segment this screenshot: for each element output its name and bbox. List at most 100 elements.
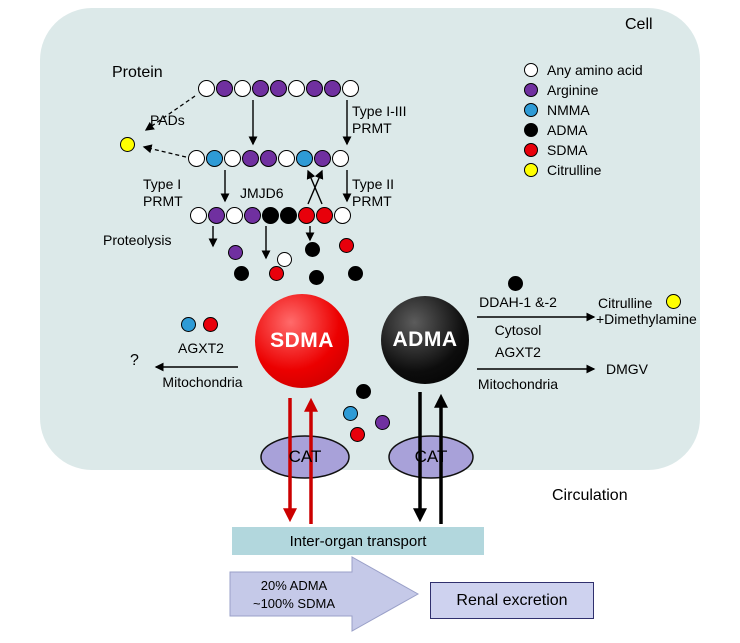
arginine-icon [524, 83, 538, 97]
bead-any [342, 80, 359, 97]
arrow-jmjd6-b [306, 169, 323, 205]
bead-arg [260, 150, 277, 167]
sdma-pool: SDMA [255, 294, 349, 388]
cat-transporter-right [388, 435, 474, 479]
agxt2-right-label: AGXT2 [495, 344, 541, 360]
protein-chain-arginine [198, 80, 359, 97]
mitochondria-right-label: Mitochondria [477, 376, 559, 392]
legend-item-citrulline: Citrulline [524, 160, 643, 180]
adma-fraction: 20% ADMA [260, 578, 328, 593]
pads-label: PADs [150, 112, 185, 128]
bead-adma [356, 384, 371, 399]
bead-any [198, 80, 215, 97]
excretion-fraction-caption: 20% ADMA ~100% SDMA [238, 577, 350, 612]
cat-left-label: CAT [288, 447, 322, 466]
bead-arg [375, 415, 390, 430]
legend-item-sdma: SDMA [524, 140, 643, 160]
sdma-fraction: ~100% SDMA [252, 595, 335, 611]
bead-arg [244, 207, 261, 224]
renal-excretion-arrow [229, 556, 420, 632]
legend-label: ADMA [547, 122, 588, 138]
bead-any [334, 207, 351, 224]
arrow-pads-bottom [142, 144, 187, 158]
legend: Any amino acid Arginine NMMA ADMA SDMA C… [524, 60, 643, 180]
bead-any [234, 80, 251, 97]
dmgv-product-label: DMGV [606, 361, 648, 377]
inter-organ-transport-box: Inter-organ transport [232, 527, 484, 555]
bead-adma [508, 276, 523, 291]
bead-adma [309, 270, 324, 285]
bead-any [332, 150, 349, 167]
bead-any [226, 207, 243, 224]
bead-any [224, 150, 241, 167]
legend-label: NMMA [547, 102, 590, 118]
protein-label: Protein [112, 64, 163, 81]
bead-arg [252, 80, 269, 97]
bead-arg [314, 150, 331, 167]
legend-label: Arginine [547, 82, 599, 98]
bead-cit [666, 294, 681, 309]
legend-item-adma: ADMA [524, 120, 643, 140]
protein-chain-monomethyl [188, 150, 349, 167]
sdma-icon [524, 143, 538, 157]
bead-nmma [296, 150, 313, 167]
bead-any [278, 150, 295, 167]
bead-sdma [269, 266, 284, 281]
citrulline-icon [524, 163, 538, 177]
bead-nmma [181, 317, 196, 332]
renal-excretion-box: Renal excretion [430, 582, 594, 619]
type-1-3-prmt-label: Type I-III PRMT [352, 103, 407, 136]
bead-adma [348, 266, 363, 281]
bead-sdma [339, 238, 354, 253]
bead-nmma [206, 150, 223, 167]
ddah-label: DDAH-1 &-2 [479, 294, 557, 310]
circulation-label: Circulation [552, 487, 628, 504]
bead-any [190, 207, 207, 224]
legend-item-arginine: Arginine [524, 80, 643, 100]
bead-arg [270, 80, 287, 97]
bead-arg [306, 80, 323, 97]
cytosol-label: Cytosol [494, 322, 542, 338]
bead-arg [324, 80, 341, 97]
dimethylamine-product-label: +Dimethylamine [596, 311, 697, 327]
cat-right-label: CAT [414, 447, 448, 466]
bead-any [188, 150, 205, 167]
bead-adma [262, 207, 279, 224]
bead-sdma [298, 207, 315, 224]
type-2-prmt-label: Type II PRMT [352, 176, 395, 209]
bead-cit [120, 137, 135, 152]
bead-any [277, 252, 292, 267]
any-amino-acid-icon [524, 63, 538, 77]
legend-item-nmma: NMMA [524, 100, 643, 120]
bead-adma [280, 207, 297, 224]
citrulline-product-label: Citrulline [598, 295, 653, 311]
arrow-pads-top [144, 95, 196, 131]
legend-item-any-amino-acid: Any amino acid [524, 60, 643, 80]
adma-pool: ADMA [381, 296, 469, 384]
mitochondria-left-label: Mitochondria [162, 374, 243, 390]
agxt2-left-label: AGXT2 [178, 340, 224, 356]
legend-label: SDMA [547, 142, 588, 158]
legend-label: Citrulline [547, 162, 602, 178]
bead-any [288, 80, 305, 97]
protein-chain-dimethyl [190, 207, 351, 224]
bead-arg [228, 245, 243, 260]
bead-adma [234, 266, 249, 281]
legend-label: Any amino acid [547, 62, 643, 78]
bead-adma [305, 242, 320, 257]
adma-icon [524, 123, 538, 137]
nmma-icon [524, 103, 538, 117]
bead-sdma [203, 317, 218, 332]
bead-arg [216, 80, 233, 97]
bead-sdma [350, 427, 365, 442]
bead-arg [208, 207, 225, 224]
proteolysis-label: Proteolysis [103, 232, 172, 248]
unknown-product-label: ? [130, 352, 139, 369]
cat-transporter-left [260, 435, 350, 479]
cell-label: Cell [625, 16, 653, 33]
bead-sdma [316, 207, 333, 224]
type-1-prmt-label: Type I PRMT [143, 176, 183, 209]
bead-arg [242, 150, 259, 167]
